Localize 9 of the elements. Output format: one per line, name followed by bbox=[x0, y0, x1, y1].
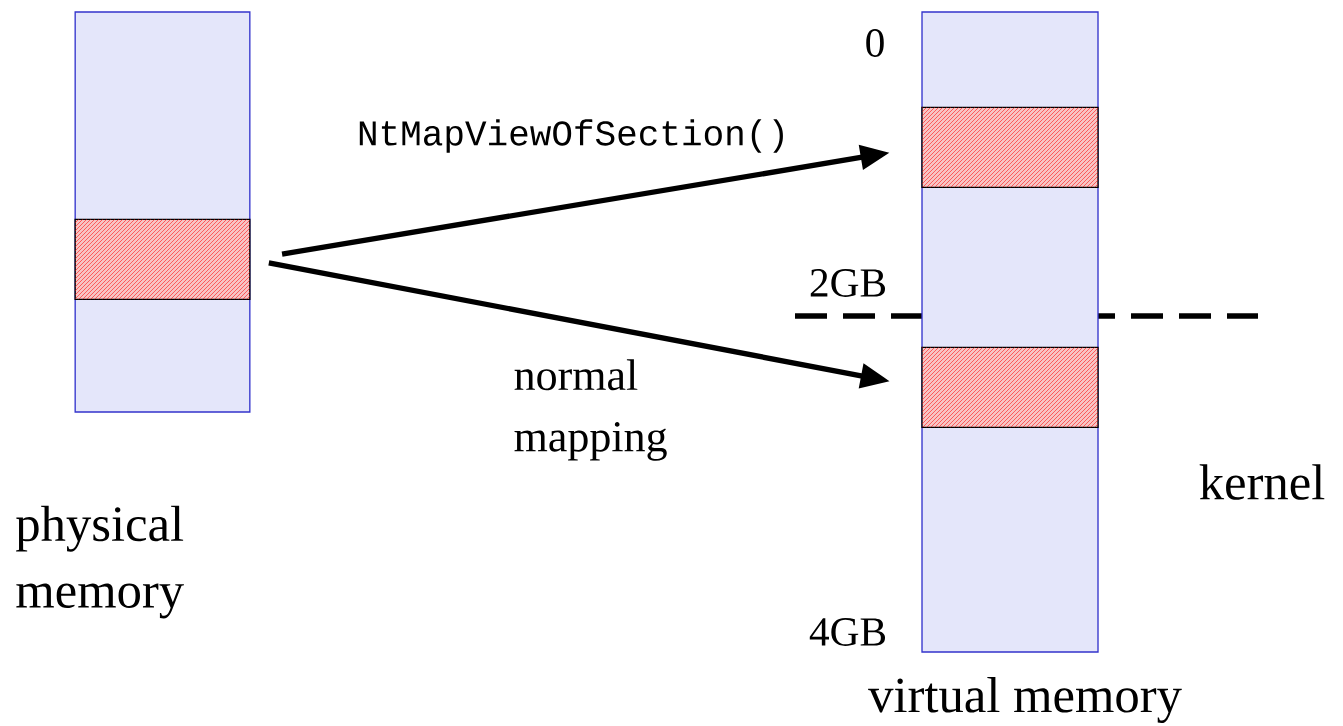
edge-label: normal mapping bbox=[514, 359, 667, 461]
column-label: physical memory bbox=[16, 505, 184, 619]
column-label: virtual memory bbox=[868, 676, 1182, 724]
memory-region bbox=[74, 218, 251, 300]
edge-label: NtMapViewOfSection() bbox=[359, 119, 783, 153]
address-label: 4GB bbox=[809, 618, 886, 646]
address-label: 0 bbox=[866, 29, 884, 57]
address-label: 2GB bbox=[810, 269, 886, 297]
region-label: kernel bbox=[1199, 464, 1325, 500]
